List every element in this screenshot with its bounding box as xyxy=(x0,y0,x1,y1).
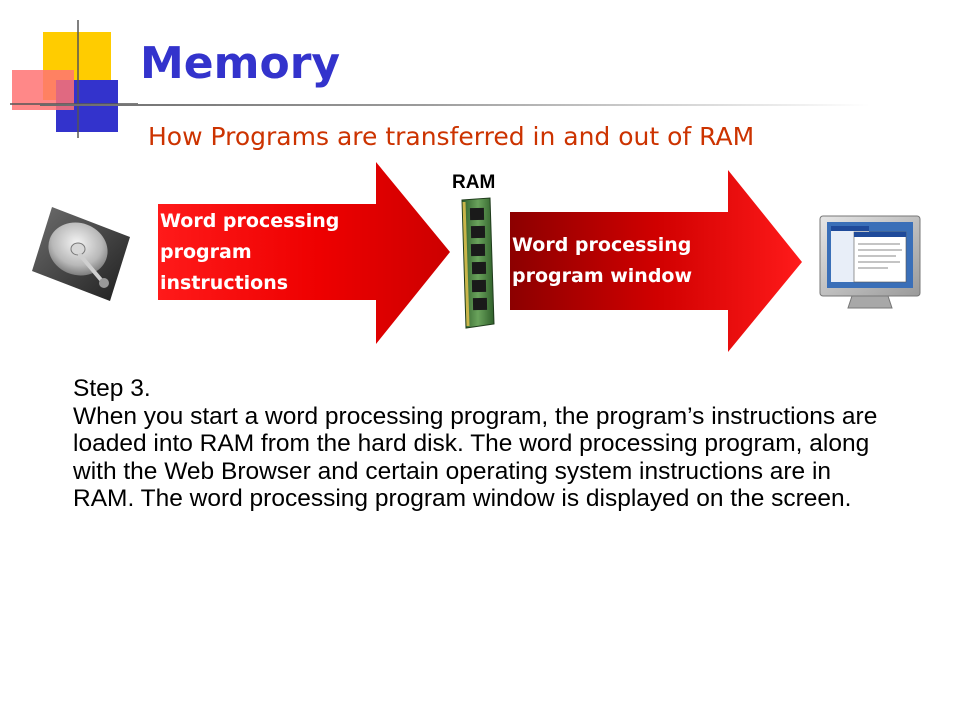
slide-body: Step 3. When you start a word processing… xyxy=(73,375,893,513)
title-divider xyxy=(40,104,870,106)
ram-label: RAM xyxy=(452,172,496,193)
squares-decoration-icon xyxy=(10,20,138,138)
arrow-left-label: Word processing program instructions xyxy=(160,210,340,294)
step-label: Step 3. xyxy=(73,375,151,402)
slide-title: Memory xyxy=(140,38,341,89)
arrow-right-label: Word processing program window xyxy=(512,234,693,287)
step-description: When you start a word processing program… xyxy=(73,402,878,513)
hard-disk-icon xyxy=(32,207,130,301)
transfer-arrow-left xyxy=(158,162,450,344)
ram-module-icon xyxy=(461,197,495,329)
transfer-arrow-right xyxy=(510,170,802,352)
slide-subtitle: How Programs are transferred in and out … xyxy=(148,122,755,151)
monitor-icon xyxy=(819,215,921,309)
